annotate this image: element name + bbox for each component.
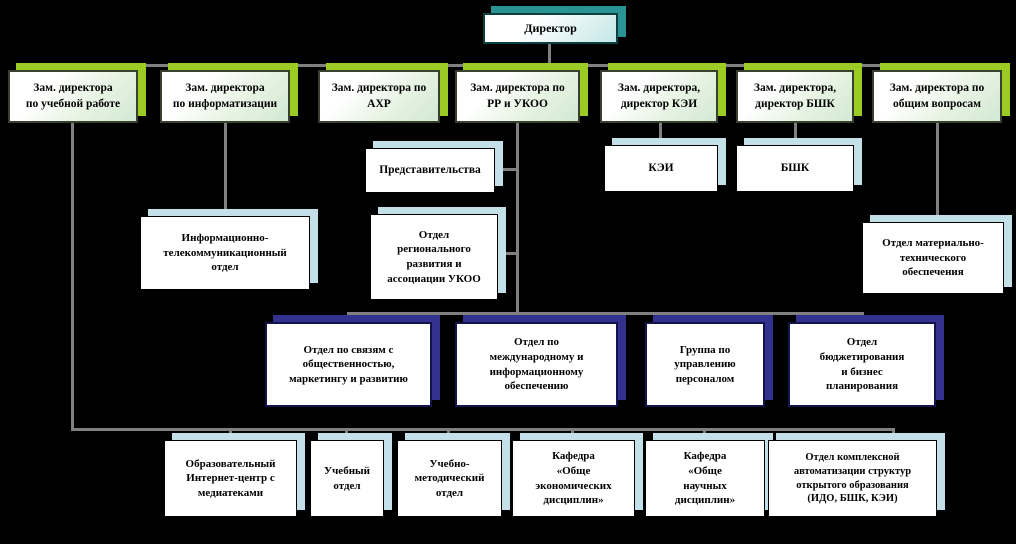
org-node-deputy-inform: Зам. директора по информатизации: [160, 70, 290, 123]
org-node-kei: КЭИ: [604, 145, 718, 192]
connector-regional-elbow: [498, 252, 519, 255]
org-node-deputy-ahr: Зам. директора по АХР: [318, 70, 440, 123]
org-node-chair-science: Кафедра «Обще научных дисциплин»: [645, 440, 765, 517]
connector-stub: [892, 428, 895, 441]
org-node-deputy-kei: Зам. директора, директор КЭИ: [600, 70, 718, 123]
org-node-it-telecom: Информационно- телекоммуникационный отде…: [140, 216, 310, 290]
connector-material-drop: [936, 123, 939, 223]
org-node-predstavitelstva: Представительства: [365, 148, 495, 193]
connector-deputy-inform-drop: [224, 123, 227, 217]
org-node-pr-marketing: Отдел по связям с общественностью, марке…: [265, 322, 432, 407]
connector-stub: [224, 64, 227, 72]
connector-predstavitelstva-elbow: [495, 168, 518, 171]
org-node-material-tech: Отдел материально- технического обеспече…: [862, 222, 1004, 294]
connector-stub: [516, 64, 519, 72]
connector-stub: [703, 428, 706, 441]
connector-stub: [345, 428, 348, 441]
connector-stub: [71, 64, 74, 72]
connector-stub: [658, 64, 661, 72]
connector-stub: [229, 428, 232, 441]
org-node-deputy-general: Зам. директора по общим вопросам: [872, 70, 1002, 123]
org-node-deputy-bshk: Зам. директора, директор БШК: [736, 70, 854, 123]
connector-stub: [936, 64, 939, 72]
connector-stub: [860, 312, 863, 323]
org-node-internet-center: Образовательный Интернет-центр с медиате…: [164, 440, 297, 517]
connector-stub: [534, 312, 537, 323]
connector-director-drop: [548, 43, 551, 66]
org-node-regional-dev: Отдел регионального развития и ассоциаци…: [370, 214, 498, 300]
connector-stub: [347, 312, 350, 323]
org-node-international: Отдел по международному и информационном…: [455, 322, 618, 407]
connector-stub: [447, 428, 450, 441]
org-node-study-dept: Учебный отдел: [310, 440, 384, 517]
connector-deputy-study-drop: [71, 123, 74, 431]
connector-level2-rail: [71, 64, 940, 67]
connector-deputy-rrukoo-drop: [516, 123, 519, 314]
connector-stub: [703, 312, 706, 323]
org-node-director: Директор: [483, 13, 618, 44]
org-node-methodical-dept: Учебно- методический отдел: [397, 440, 502, 517]
connector-bottom-rail: [71, 428, 895, 431]
connector-stub: [794, 64, 797, 72]
org-node-budgeting: Отдел бюджетирования и бизнес планирован…: [788, 322, 936, 407]
connector-stub: [571, 428, 574, 441]
connector-kei-drop: [659, 123, 662, 147]
connector-stub: [378, 64, 381, 72]
connector-bshk-drop: [794, 123, 797, 147]
org-node-automation-dept: Отдел комплексной автоматизации структур…: [768, 440, 937, 517]
org-node-deputy-study: Зам. директора по учебной работе: [8, 70, 138, 123]
connector-divisions-rail: [347, 312, 864, 315]
org-node-chair-econ: Кафедра «Обще экономических дисциплин»: [512, 440, 635, 517]
org-node-hr-group: Группа по управлению персоналом: [645, 322, 765, 407]
org-node-bshk: БШК: [736, 145, 854, 192]
org-node-deputy-rr-ukoo: Зам. директора по РР и УКОО: [455, 70, 580, 123]
